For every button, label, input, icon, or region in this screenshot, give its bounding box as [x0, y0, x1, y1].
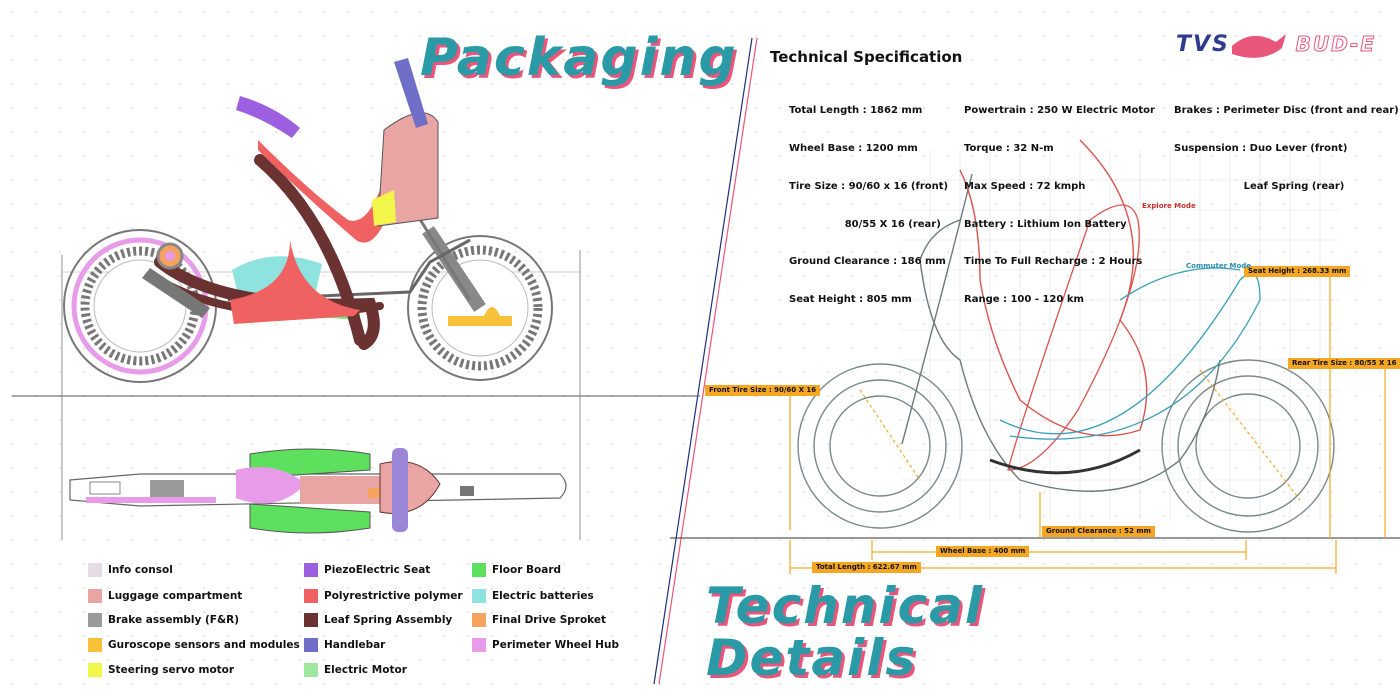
legend-swatch: [88, 563, 102, 577]
legend-item: Info consol: [88, 562, 173, 578]
divider-line-blue: [653, 37, 753, 685]
legend-label: Info consol: [108, 564, 173, 576]
legend-swatch: [88, 663, 102, 677]
spec-column-2: Powertrain : 250 W Electric Motor Torque…: [964, 80, 1155, 319]
total-length-label: Total Length : 622.67 mm: [812, 562, 921, 573]
top-view-drawing: [69, 448, 567, 534]
legend-swatch: [88, 638, 102, 652]
brand-model: BUD-E: [1295, 32, 1376, 57]
packaging-title: Packaging: [420, 28, 738, 88]
legend-item: Guroscope sensors and modules: [88, 637, 300, 653]
spec-line: Brakes : Perimeter Disc (front and rear): [1174, 105, 1399, 117]
spec-line: Total Length : 1862 mm: [789, 105, 923, 117]
spec-line: Time To Full Recharge : 2 Hours: [964, 256, 1143, 268]
spec-line: Wheel Base : 1200 mm: [789, 142, 918, 154]
legend-label: Electric Motor: [324, 664, 407, 676]
rear-tire-label: Rear Tire Size : 80/55 X 16: [1288, 358, 1400, 369]
side-view-drawing: [12, 58, 700, 540]
spec-line: Torque : 32 N-m: [964, 142, 1054, 154]
legend-item: Final Drive Sproket: [472, 612, 606, 628]
spec-column-3: Brakes : Perimeter Disc (front and rear)…: [1174, 80, 1399, 206]
spec-line: Ground Clearance : 186 mm: [789, 256, 946, 268]
brand-name: TVS: [1176, 31, 1230, 57]
legend-swatch: [472, 613, 486, 627]
spec-line: Suspension : Duo Lever (front): [1174, 142, 1348, 154]
legend-label: Steering servo motor: [108, 664, 235, 676]
legend-swatch: [472, 589, 486, 603]
spec-heading: Technical Specification: [770, 48, 963, 66]
legend-item: Leaf Spring Assembly: [304, 612, 452, 628]
legend-item: Steering servo motor: [88, 662, 234, 678]
spec-line: 80/55 X 16 (rear): [789, 218, 941, 230]
spec-line: Max Speed : 72 kmph: [964, 180, 1086, 192]
legend-label: Perimeter Wheel Hub: [492, 639, 619, 651]
spec-line: Range : 100 - 120 km: [964, 294, 1084, 306]
legend-swatch: [472, 638, 486, 652]
legend-item: Floor Board: [472, 562, 561, 578]
legend-label: PiezoElectric Seat: [324, 564, 431, 576]
ground-clearance-label: Ground Clearance : 52 mm: [1042, 526, 1155, 537]
legend-item: Handlebar: [304, 637, 385, 653]
legend-item: Electric batteries: [472, 588, 594, 604]
spec-line: Powertrain : 250 W Electric Motor: [964, 105, 1155, 117]
legend-swatch: [304, 563, 318, 577]
legend-label: Brake assembly (F&R): [108, 614, 240, 626]
legend-label: Handlebar: [324, 639, 386, 651]
divider-line-pink: [658, 37, 758, 685]
horse-logo-icon: [1232, 34, 1286, 58]
spec-column-1: Total Length : 1862 mm Wheel Base : 1200…: [789, 80, 948, 319]
legend-label: Leaf Spring Assembly: [324, 614, 453, 626]
legend-swatch: [304, 663, 318, 677]
legend-swatch: [88, 613, 102, 627]
spec-line: Tire Size : 90/60 x 16 (front): [789, 180, 949, 192]
technical-title-line-2: Details: [706, 629, 918, 687]
legend-swatch: [304, 613, 318, 627]
spec-line: Seat Height : 805 mm: [789, 294, 912, 306]
legend-label: Final Drive Sproket: [492, 614, 607, 626]
technical-details-title: Technical Details: [706, 580, 984, 684]
legend-swatch: [472, 563, 486, 577]
legend-item: Luggage compartment: [88, 588, 242, 604]
commuter-mode-label: Commuter Mode: [1186, 262, 1252, 270]
wheel-base-label: Wheel Base : 400 mm: [936, 546, 1030, 557]
legend-label: Floor Board: [492, 564, 562, 576]
legend-item: PiezoElectric Seat: [304, 562, 430, 578]
front-tire-label: Front Tire Size : 90/60 X 16: [705, 385, 821, 396]
seat-height-label: Seat Height : 268.33 mm: [1244, 266, 1351, 277]
legend-label: Polyrestrictive polymer: [324, 590, 463, 602]
spec-line: Battery : Lithium Ion Battery: [964, 218, 1127, 230]
legend-swatch: [88, 589, 102, 603]
explore-mode-label: Explore Mode: [1142, 202, 1196, 210]
legend-item: Polyrestrictive polymer: [304, 588, 463, 604]
legend-item: Electric Motor: [304, 662, 407, 678]
brand-logo: TVS BUD-E: [1176, 31, 1376, 57]
technical-drawing: [670, 139, 1400, 574]
legend-item: Brake assembly (F&R): [88, 612, 239, 628]
technical-title-line-1: Technical: [706, 577, 985, 635]
legend-swatch: [304, 589, 318, 603]
legend-swatch: [304, 638, 318, 652]
legend-label: Guroscope sensors and modules: [108, 639, 300, 651]
legend-label: Electric batteries: [492, 590, 594, 602]
legend-label: Luggage compartment: [108, 590, 243, 602]
legend-item: Perimeter Wheel Hub: [472, 637, 619, 653]
spec-line: Leaf Spring (rear): [1174, 180, 1345, 192]
